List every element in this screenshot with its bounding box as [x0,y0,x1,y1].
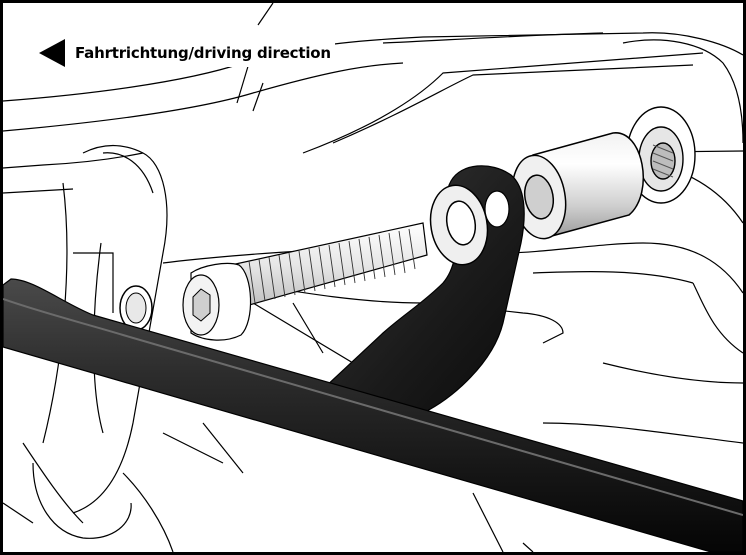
bar [3,278,743,552]
bolt [182,222,428,341]
driving-direction-label: Fahrtrichtung/driving direction [39,39,335,67]
bracket [306,165,525,424]
washer [429,184,489,266]
frame-hole [119,285,153,331]
spacer-sleeve [511,132,644,240]
assembly-drawing [3,3,743,552]
left-arrow-icon [39,39,65,67]
direction-text: Fahrtrichtung/driving direction [75,44,331,62]
